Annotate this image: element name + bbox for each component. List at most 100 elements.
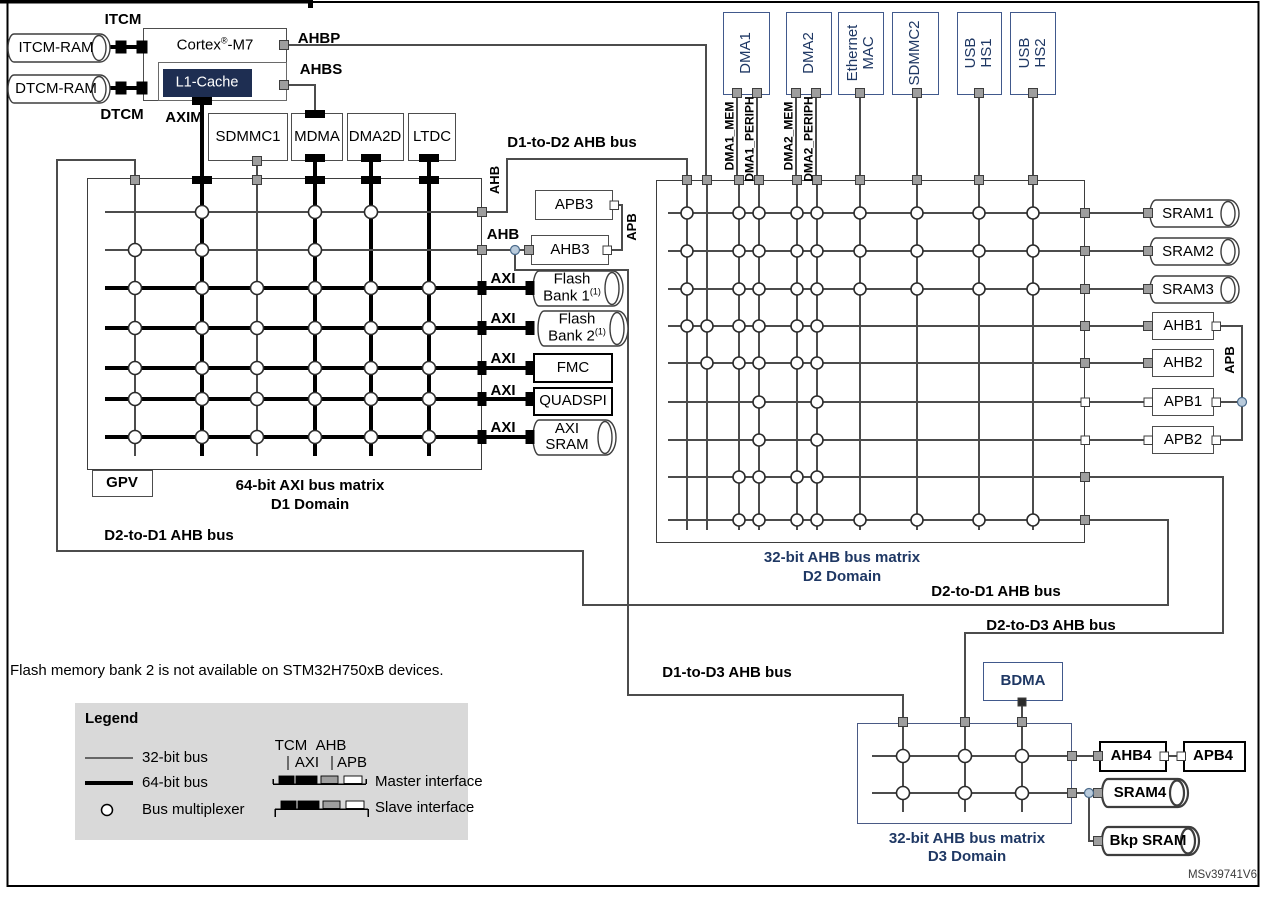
axim-port-label: AXIM (165, 109, 203, 127)
quadspi-label: QUADSPI (539, 392, 607, 410)
connector-ahb (1143, 246, 1153, 256)
dma2d-label: DMA2D (348, 128, 402, 146)
ahb1-label: AHB1 (1163, 317, 1203, 335)
d2-matrix-title: 32-bit AHB bus matrix (763, 549, 921, 567)
connector-64bit-v (525, 321, 535, 335)
sram1-label: SRAM1 (1162, 205, 1214, 223)
sram4-label: SRAM4 (1113, 784, 1167, 802)
flash-bank1-line2: Bank 1 (543, 287, 590, 305)
ahb-slave-port-label-rotated: AHB (487, 165, 503, 195)
connector-tcm (115, 40, 127, 54)
dma1-label: DMA1 (737, 32, 755, 74)
cortex-brand: Cortex (176, 36, 221, 54)
bkp-sram-label: Bkp SRAM (1109, 832, 1187, 850)
ahb2-label: AHB2 (1163, 354, 1203, 372)
bus-junction-dot (1236, 396, 1248, 408)
ltdc-label: LTDC (412, 128, 452, 146)
d3-matrix-title: 32-bit AHB bus matrix (888, 830, 1046, 848)
dma2-periph-port-label: DMA2_PERIPH (801, 96, 816, 182)
d3-domain-label: D3 Domain (927, 848, 1007, 866)
d2-to-d1-bus-label-left: D2-to-D1 AHB bus (104, 527, 234, 545)
dma2-label: DMA2 (800, 32, 818, 74)
d1-matrix-title: 64-bit AXI bus matrix (235, 477, 385, 495)
cortex-model: -M7 (227, 36, 254, 54)
memory-cylinder-cap (1220, 238, 1236, 265)
ahb3-label: AHB3 (550, 241, 590, 259)
legend-mux-label: Bus multiplexer (142, 801, 245, 818)
bus-junction-dot (1083, 787, 1095, 799)
sdmmc2-label: SDMMC2 (906, 20, 924, 86)
connector-ahb (1093, 836, 1103, 846)
cropped-title-remnant (0, 0, 313, 4)
dtcm-ram-label: DTCM-RAM (15, 80, 97, 98)
d1-domain-label: D1 Domain (270, 496, 350, 514)
legend-slave-label: Slave interface (375, 799, 475, 816)
ahb3-port-label: AHB (486, 226, 520, 244)
figure-code: MSv39741V6 (1187, 869, 1257, 881)
legend-ahb-label: AHB (315, 737, 347, 755)
bus-wire-32bit (1088, 793, 1100, 842)
ahbp-port-label: AHBP (297, 30, 341, 48)
ethernet-mac-label: Ethernet MAC (844, 24, 877, 82)
fmc-label: FMC (556, 359, 590, 377)
d1-axi-bus-matrix-box (87, 178, 482, 470)
bdma-label: BDMA (1000, 672, 1046, 690)
d2-to-d3-bus-label: D2-to-D3 AHB bus (986, 617, 1116, 635)
connector-apb (1143, 397, 1153, 407)
connector-ahb (1143, 208, 1153, 218)
mdma-label: MDMA (294, 128, 340, 146)
d2-to-d1-bus-label-right: D2-to-D1 AHB bus (931, 583, 1061, 601)
flash-bank2-footnote: (1) (594, 326, 606, 337)
axi-sram-label: AXI SRAM (545, 420, 589, 453)
connector-64bit-v (525, 430, 535, 444)
legend-master-label: Master interface (375, 773, 483, 790)
d3-ahb-bus-matrix-box (857, 723, 1072, 824)
d1-to-d3-bus-label: D1-to-D3 AHB bus (662, 664, 792, 682)
apb2-label: APB2 (1163, 431, 1203, 449)
dma2-mem-port-label: DMA2_MEM (781, 101, 796, 171)
flash-bank2-line1: Flash (558, 310, 596, 328)
memory-cylinder-cap (604, 271, 620, 306)
connector-64bit-v (525, 281, 535, 295)
usb-hs2-label: USB HS2 (1016, 37, 1049, 69)
memory-cylinder-cap (91, 34, 107, 62)
l1-cache-label: L1-Cache (175, 74, 239, 91)
d2-apb-bridge-label-rotated: APB (1222, 346, 1238, 374)
apb4-label: APB4 (1192, 747, 1234, 765)
d2-ahb-bus-matrix-box (656, 180, 1085, 543)
bus-wire-32bit (288, 84, 316, 113)
axi-port-label-4: AXI (490, 382, 516, 400)
itcm-ram-label: ITCM-RAM (18, 39, 94, 57)
ahb4-label: AHB4 (1110, 747, 1152, 765)
cortex-reg-mark: ® (220, 35, 228, 46)
flash-bank1-line1: Flash (553, 270, 591, 288)
apb3-label: APB3 (554, 196, 594, 214)
dtcm-port-label: DTCM (100, 106, 144, 124)
legend-axi-label: AXI (294, 754, 320, 772)
connector-apb (1143, 435, 1153, 445)
legend-32bit-label: 32-bit bus (142, 749, 208, 766)
usb-hs1-label: USB HS1 (962, 37, 995, 69)
d1-to-d2-bus-label: D1-to-D2 AHB bus (507, 134, 637, 152)
flash-bank1-footnote: (1) (589, 286, 601, 297)
memory-cylinder-cap (597, 420, 613, 455)
connector-tcm (115, 81, 127, 95)
cropped-title-remnant (308, 0, 313, 8)
flash-bank2-line2: Bank 2 (548, 327, 595, 345)
memory-cylinder-cap (1168, 779, 1186, 807)
dma1-periph-port-label: DMA1_PERIPH (742, 96, 757, 182)
dma1-mem-port-label: DMA1_MEM (722, 101, 737, 171)
itcm-port-label: ITCM (104, 11, 142, 29)
legend-64bit-label: 64-bit bus (142, 774, 208, 791)
cortex-m7-label: Cortex®-M7 (176, 35, 254, 54)
legend-title: Legend (85, 710, 139, 727)
axi-port-label-5: AXI (490, 419, 516, 437)
bus-wire-32bit (1218, 325, 1243, 441)
sram3-label: SRAM3 (1162, 281, 1214, 299)
bus-junction-dot (509, 244, 521, 256)
apb3-bridge-label-rotated: APB (624, 213, 640, 241)
footnote-text: Flash memory bank 2 is not available on … (10, 662, 444, 679)
